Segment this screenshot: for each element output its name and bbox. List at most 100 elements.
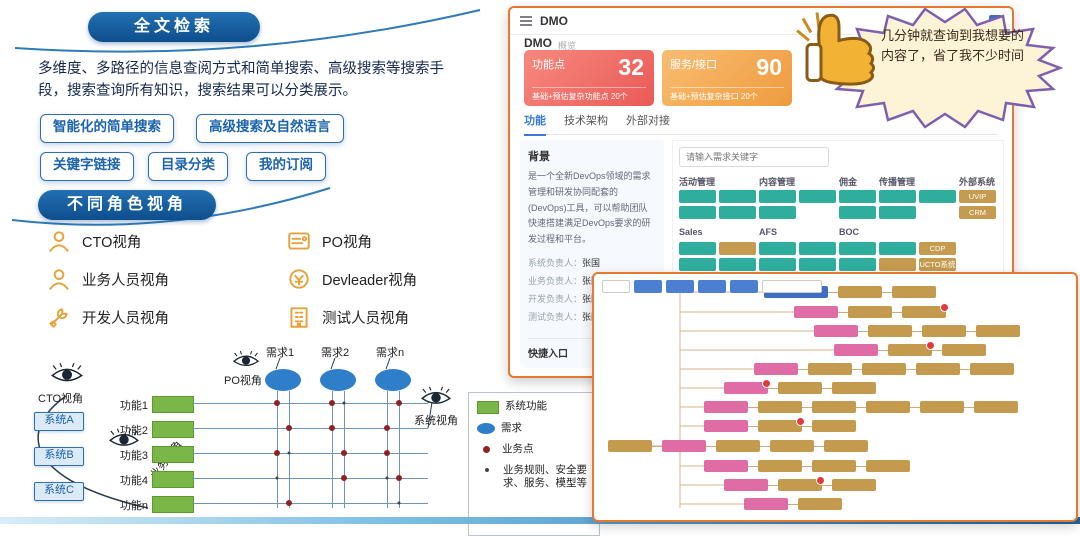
feature-chip[interactable]: [679, 206, 716, 219]
feature-chip[interactable]: [759, 206, 796, 219]
flow-node[interactable]: [902, 303, 949, 318]
tag-smart-simple-search[interactable]: 智能化的简单搜索: [40, 114, 174, 143]
flow-node[interactable]: [794, 306, 838, 318]
feature-chip[interactable]: [919, 190, 956, 203]
flow-node[interactable]: [724, 479, 768, 491]
flow-node[interactable]: [868, 325, 912, 337]
feature-chip[interactable]: [679, 190, 716, 203]
feature-chip[interactable]: [759, 258, 796, 271]
flow-node[interactable]: [824, 440, 868, 452]
flow-node[interactable]: [862, 363, 906, 375]
flow-node[interactable]: [704, 420, 748, 432]
toolbar-button[interactable]: [698, 280, 726, 293]
flow-connector: [788, 503, 798, 505]
flow-node[interactable]: [808, 363, 852, 375]
flow-node[interactable]: [724, 379, 771, 394]
feature-chip[interactable]: UCTO系统: [919, 258, 956, 271]
flow-node[interactable]: [704, 460, 748, 472]
feature-chip[interactable]: CRM: [959, 206, 996, 219]
flow-node[interactable]: [758, 417, 805, 432]
flow-node[interactable]: [888, 341, 935, 356]
flow-node[interactable]: [838, 286, 882, 298]
flow-node[interactable]: [916, 363, 960, 375]
system-c-box[interactable]: 系统C: [34, 482, 84, 501]
feature-chip[interactable]: [759, 242, 796, 255]
feature-chip[interactable]: UVIP: [959, 190, 996, 203]
flow-node[interactable]: [758, 401, 802, 413]
flow-node[interactable]: [922, 325, 966, 337]
flow-node[interactable]: [892, 286, 936, 298]
tag-my-subscription[interactable]: 我的订阅: [246, 152, 326, 181]
toolbar-button[interactable]: [634, 280, 662, 293]
requirement-search-input[interactable]: [679, 147, 829, 167]
feature-chip[interactable]: [799, 258, 836, 271]
feature-chip[interactable]: [839, 242, 876, 255]
flow-node[interactable]: [848, 306, 892, 318]
flow-node[interactable]: [812, 401, 856, 413]
flow-node[interactable]: [974, 401, 1018, 413]
toolbar-button[interactable]: [730, 280, 758, 293]
flow-node[interactable]: [758, 460, 802, 472]
flow-node[interactable]: [832, 382, 876, 394]
feature-chip[interactable]: [799, 190, 836, 203]
flow-node[interactable]: [866, 401, 910, 413]
flow-node[interactable]: [866, 460, 910, 472]
tag-advanced-search-nlp[interactable]: 高级搜索及自然语言: [196, 114, 344, 143]
system-b-box[interactable]: 系统B: [34, 447, 84, 466]
feature-chip[interactable]: [759, 190, 796, 203]
feature-chip[interactable]: [719, 258, 756, 271]
bottom-accent-strip: [0, 517, 1080, 524]
flow-node[interactable]: [704, 401, 748, 413]
flow-row: [834, 341, 986, 356]
flow-node[interactable]: [770, 440, 814, 452]
flow-node[interactable]: [970, 363, 1014, 375]
feature-chip[interactable]: [679, 242, 716, 255]
flow-node[interactable]: [778, 382, 822, 394]
feature-chip[interactable]: [879, 242, 916, 255]
tab-tech-architecture[interactable]: 技术架构: [564, 115, 608, 127]
feature-chip[interactable]: [799, 242, 836, 255]
flow-node[interactable]: [778, 476, 825, 491]
flow-node[interactable]: [662, 440, 706, 452]
flow-node[interactable]: [920, 401, 964, 413]
toolbar-search-input[interactable]: [762, 280, 822, 293]
feature-chip[interactable]: [719, 206, 756, 219]
feature-chip[interactable]: CDP: [919, 242, 956, 255]
feature-chip[interactable]: [879, 206, 916, 219]
flow-node[interactable]: [754, 363, 798, 375]
flow-node[interactable]: [608, 440, 652, 452]
feature-chip[interactable]: [839, 258, 876, 271]
flow-node[interactable]: [942, 344, 986, 356]
flow-node[interactable]: [832, 479, 876, 491]
breadcrumb[interactable]: DMO: [524, 36, 552, 50]
toolbar-button[interactable]: [666, 280, 694, 293]
tag-keyword-links[interactable]: 关键字链接: [40, 152, 134, 181]
system-a-box[interactable]: 系统A: [34, 412, 84, 431]
tag-catalog-category[interactable]: 目录分类: [148, 152, 228, 181]
feature-chip[interactable]: [879, 190, 916, 203]
feature-chip[interactable]: [719, 190, 756, 203]
feature-chip[interactable]: [839, 190, 876, 203]
flow-node[interactable]: [812, 460, 856, 472]
tab-function[interactable]: 功能: [524, 112, 546, 136]
feature-chip[interactable]: [879, 258, 916, 271]
flow-node[interactable]: [798, 498, 842, 510]
diagram-legend: 系统功能 需求 业务点 业务规则、安全要求、服务、模型等: [468, 392, 600, 536]
cto-eye-icon: [50, 362, 84, 386]
grid-line: [192, 428, 428, 429]
toolbar-button[interactable]: [602, 280, 630, 293]
function-label: 功能4: [119, 475, 148, 487]
flow-node[interactable]: [834, 344, 878, 356]
feature-chip[interactable]: [679, 258, 716, 271]
tab-external-integration[interactable]: 外部对接: [626, 115, 670, 127]
flow-node[interactable]: [976, 325, 1020, 337]
business-point: [329, 425, 335, 431]
flow-node[interactable]: [812, 420, 856, 432]
flow-node[interactable]: [716, 440, 760, 452]
flow-connector: [882, 291, 892, 293]
flow-node[interactable]: [744, 498, 788, 510]
hamburger-menu-icon[interactable]: [520, 16, 532, 26]
feature-chip[interactable]: [719, 242, 756, 255]
flow-node[interactable]: [814, 325, 858, 337]
feature-chip[interactable]: [839, 206, 876, 219]
